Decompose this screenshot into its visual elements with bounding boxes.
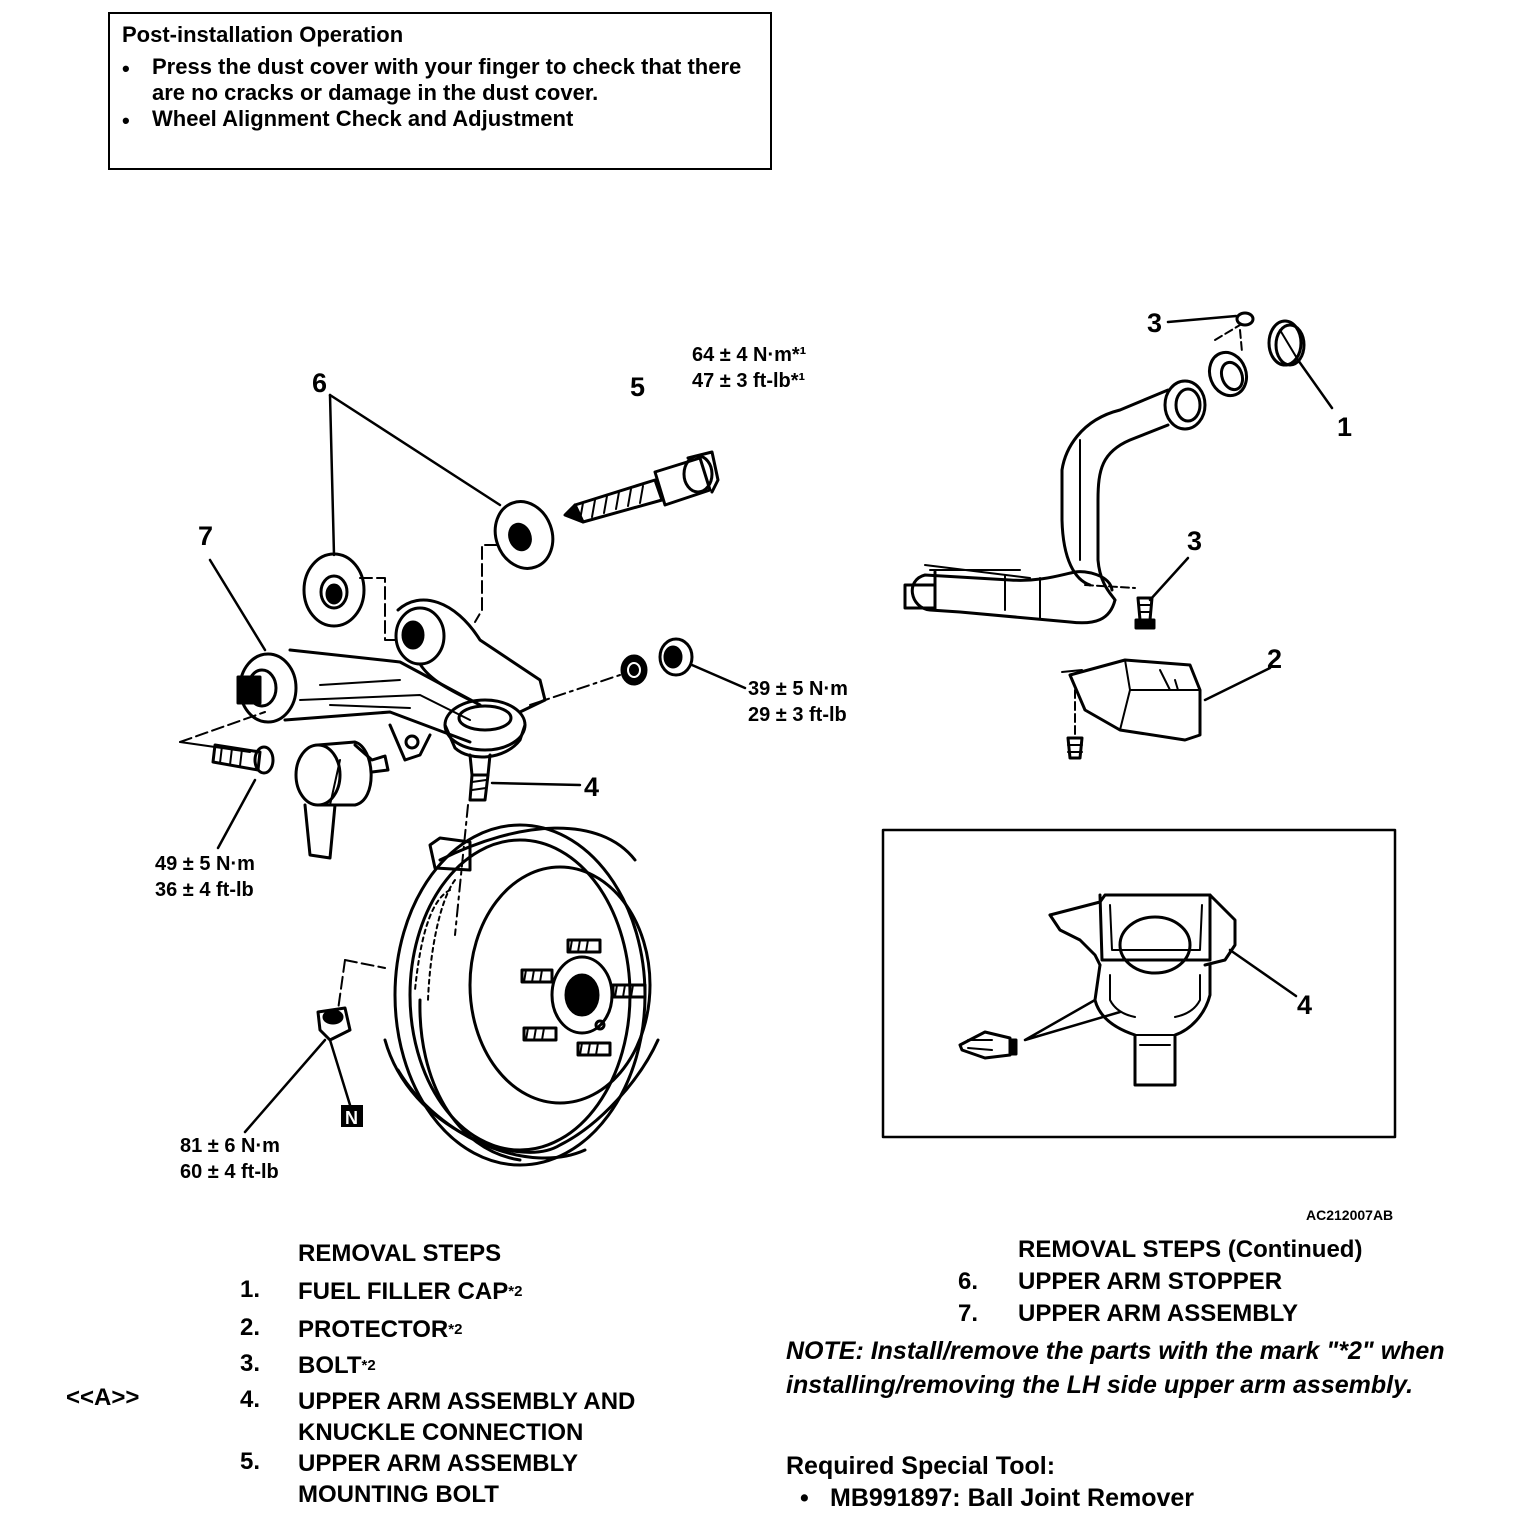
detail-inset-box <box>881 828 1397 1139</box>
note-text: NOTE: Install/remove the parts with the … <box>786 1337 1445 1399</box>
bullet-icon: • <box>122 56 130 81</box>
post-install-item-2: Wheel Alignment Check and Adjustment <box>152 106 574 131</box>
torque-4-nm: 39 ± 5 N·m <box>748 678 848 700</box>
step-4-text-cont: KNUCKLE CONNECTION <box>298 1419 584 1446</box>
step-number: 7. <box>958 1300 979 1327</box>
post-install-item-1-cont: are no cracks or damage in the dust cove… <box>152 80 599 105</box>
callout-6: 6 <box>312 368 327 398</box>
callout-3-lower: 3 <box>1187 526 1202 556</box>
step-3-text: BOLT*2 <box>298 1352 376 1379</box>
torque-5-nm: 64 ± 4 N·m*¹ <box>692 344 807 366</box>
new-part-marker-label: N <box>345 1108 358 1128</box>
callout-4-inset: 4 <box>1297 990 1312 1020</box>
callout-2: 2 <box>1267 644 1282 674</box>
step-marker-a: <<A>> <box>66 1384 140 1411</box>
step-5-text: UPPER ARM ASSEMBLY <box>298 1450 579 1477</box>
stopper-washer-drawing <box>302 500 555 628</box>
step-number: 2. <box>240 1314 261 1341</box>
callout-5: 5 <box>630 372 645 402</box>
removal-steps-heading: REMOVAL STEPS <box>298 1240 502 1267</box>
torque-n-ftlb: 60 ± 4 ft-lb <box>180 1161 279 1183</box>
special-tool-heading: Required Special Tool: <box>786 1452 1056 1480</box>
step-4-text: UPPER ARM ASSEMBLY AND <box>298 1388 636 1415</box>
removal-steps-continued-heading: REMOVAL STEPS (Continued) <box>1018 1236 1363 1263</box>
step-number: 6. <box>958 1268 979 1295</box>
post-installation-box <box>108 12 772 170</box>
step-1-text: FUEL FILLER CAP*2 <box>298 1278 523 1305</box>
step-2-text: PROTECTOR*2 <box>298 1316 463 1343</box>
upper-arm-drawing <box>236 598 547 802</box>
post-installation-title: Post-installation Operation <box>122 22 404 47</box>
step-5-text-cont: MOUNTING BOLT <box>298 1481 499 1508</box>
step-number: 3. <box>240 1350 261 1377</box>
torque-4-ftlb: 29 ± 3 ft-lb <box>748 704 847 726</box>
bullet-icon: • <box>122 108 130 133</box>
step-number: 5. <box>240 1448 261 1475</box>
arm-bolt-drawing <box>211 743 275 775</box>
ball-joint-remover-detail <box>958 893 1237 1087</box>
figure-code: AC212007AB <box>1306 1207 1393 1223</box>
step-number: 4. <box>240 1386 261 1413</box>
mounting-bolt-drawing <box>563 450 720 524</box>
callout-1: 1 <box>1337 412 1352 442</box>
torque-n-nm: 81 ± 6 N·m <box>180 1135 280 1157</box>
bullet-icon: • <box>800 1484 809 1512</box>
special-tool-item: MB991897: Ball Joint Remover <box>830 1484 1195 1512</box>
knuckle-stub-drawing <box>294 740 390 860</box>
callout-7: 7 <box>198 521 213 551</box>
step-number: 1. <box>240 1276 261 1303</box>
torque-7-nm: 49 ± 5 N·m <box>155 853 255 875</box>
callout-3-top: 3 <box>1147 308 1162 338</box>
post-install-item-1: Press the dust cover with your finger to… <box>152 54 742 79</box>
new-part-marker <box>341 1105 363 1127</box>
hub-nut-drawing <box>316 1006 352 1042</box>
torque-7-ftlb: 36 ± 4 ft-lb <box>155 879 254 901</box>
torque-5-ftlb: 47 ± 3 ft-lb*¹ <box>692 370 806 392</box>
brake-disc-drawing <box>383 823 660 1167</box>
step-7-text: UPPER ARM ASSEMBLY <box>1018 1300 1299 1327</box>
step-6-text: UPPER ARM STOPPER <box>1018 1268 1283 1295</box>
fuel-filler-neck-drawing <box>903 311 1306 625</box>
callout-4: 4 <box>584 772 599 802</box>
protector-drawing <box>1061 658 1202 760</box>
